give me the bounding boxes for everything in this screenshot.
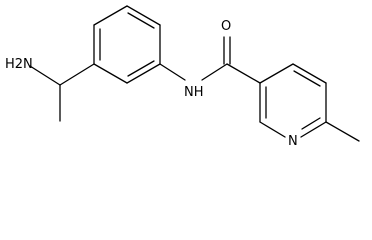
- amide-nh-label: NH: [184, 85, 204, 100]
- bond-carbonyl-ring: [226, 63, 261, 84]
- benzene-bond-6: [93, 63, 128, 84]
- structure-canvas: H2N NH O N: [5, 5, 360, 149]
- bond-ring-nh: [159, 63, 186, 81]
- benzene-bond-3: [126, 5, 161, 26]
- pyridine-bond-2: [292, 63, 327, 84]
- pyridine-double-2: [301, 117, 321, 130]
- benzene-bond-5: [126, 63, 161, 84]
- pyridine-double-1: [293, 70, 321, 87]
- bond-nh2-ch: [29, 65, 61, 86]
- bond-ch-ring: [59, 63, 95, 86]
- amine-label: H2N: [5, 57, 33, 72]
- carbonyl-oxygen-label: O: [221, 19, 231, 34]
- pyridine-bond-5: [259, 121, 286, 138]
- pyridine-nitrogen-label: N: [288, 134, 298, 149]
- pyridine-bond-1: [259, 63, 294, 84]
- pyridine-bond-4: [300, 121, 327, 138]
- bond-pyridine-methyl: [325, 121, 360, 142]
- molecule-diagram: H2N NH O N: [5, 5, 360, 149]
- benzene-double-3: [127, 60, 155, 77]
- benzene-double-2: [127, 12, 155, 29]
- benzene-bond-2: [93, 5, 128, 26]
- bond-nh-carbonyl: [201, 63, 228, 81]
